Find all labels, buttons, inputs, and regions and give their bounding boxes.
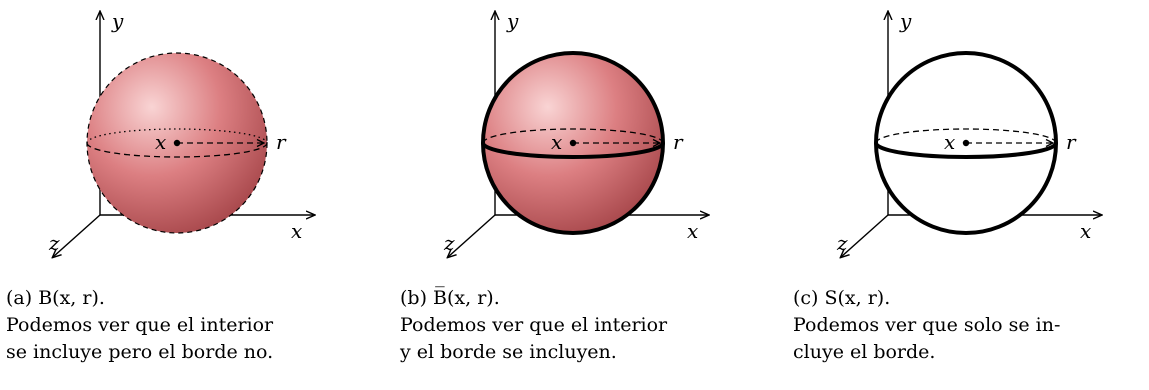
equator-front-solid-c (874, 142, 1058, 159)
caption-title-b: (b) B̅(x, r). (400, 287, 500, 309)
caption-title-a: (a) B(x, r). (6, 287, 105, 309)
caption-line-a-1: Podemos ver que el interior (6, 314, 274, 336)
equator-front-dashed (86, 142, 268, 158)
caption-c: (c) S(x, r). Podemos ver que solo se in-… (793, 285, 1060, 366)
center-point-a (173, 139, 181, 147)
z-axis-a (53, 214, 101, 257)
y-axis-label-c: y (899, 9, 912, 33)
z-axis-label-a: z (48, 231, 60, 255)
center-point-c (962, 139, 970, 147)
panel-a: y x z x r (48, 9, 314, 257)
center-label-a: x (155, 130, 166, 154)
z-axis-c (841, 214, 889, 257)
figure-canvas: y x z x r y x z x r (48, 9, 1149, 285)
caption-b: (b) B̅(x, r). Podemos ver que el interio… (400, 285, 667, 366)
equator-front-solid-b (481, 142, 665, 159)
radius-label-c: r (1066, 130, 1077, 154)
z-axis-b (448, 214, 496, 257)
center-label-c: x (944, 130, 955, 154)
caption-line-a-2: se incluye pero el borde no. (6, 341, 274, 363)
radius-label-a: r (276, 130, 287, 154)
caption-line-b-1: Podemos ver que el interior (400, 314, 668, 336)
center-label-b: x (551, 130, 562, 154)
y-axis-label-a: y (111, 9, 124, 33)
sphere-boundary (874, 51, 1058, 235)
caption-title-c: (c) S(x, r). (793, 287, 891, 309)
y-axis-label-b: y (506, 9, 519, 33)
caption-a: (a) B(x, r). Podemos ver que el interior… (6, 285, 273, 366)
closed-ball-boundary (481, 51, 665, 235)
z-axis-label-b: z (443, 231, 455, 255)
caption-line-b-2: y el borde se incluyen. (400, 341, 617, 363)
caption-line-c-2: cluye el borde. (793, 341, 936, 363)
panel-b: y x z x r (443, 9, 708, 257)
x-axis-label-a: x (291, 219, 302, 243)
z-axis-label-c: z (836, 231, 848, 255)
equator-back-dashed-c (875, 128, 1057, 144)
equator-back-dashed-b (482, 128, 664, 144)
panel-c: y x z x r (836, 9, 1101, 257)
x-axis-label-c: x (1080, 219, 1091, 243)
x-axis-label-b: x (687, 219, 698, 243)
radius-label-b: r (673, 130, 684, 154)
center-point-b (569, 139, 577, 147)
caption-line-c-1: Podemos ver que solo se in- (793, 314, 1061, 336)
